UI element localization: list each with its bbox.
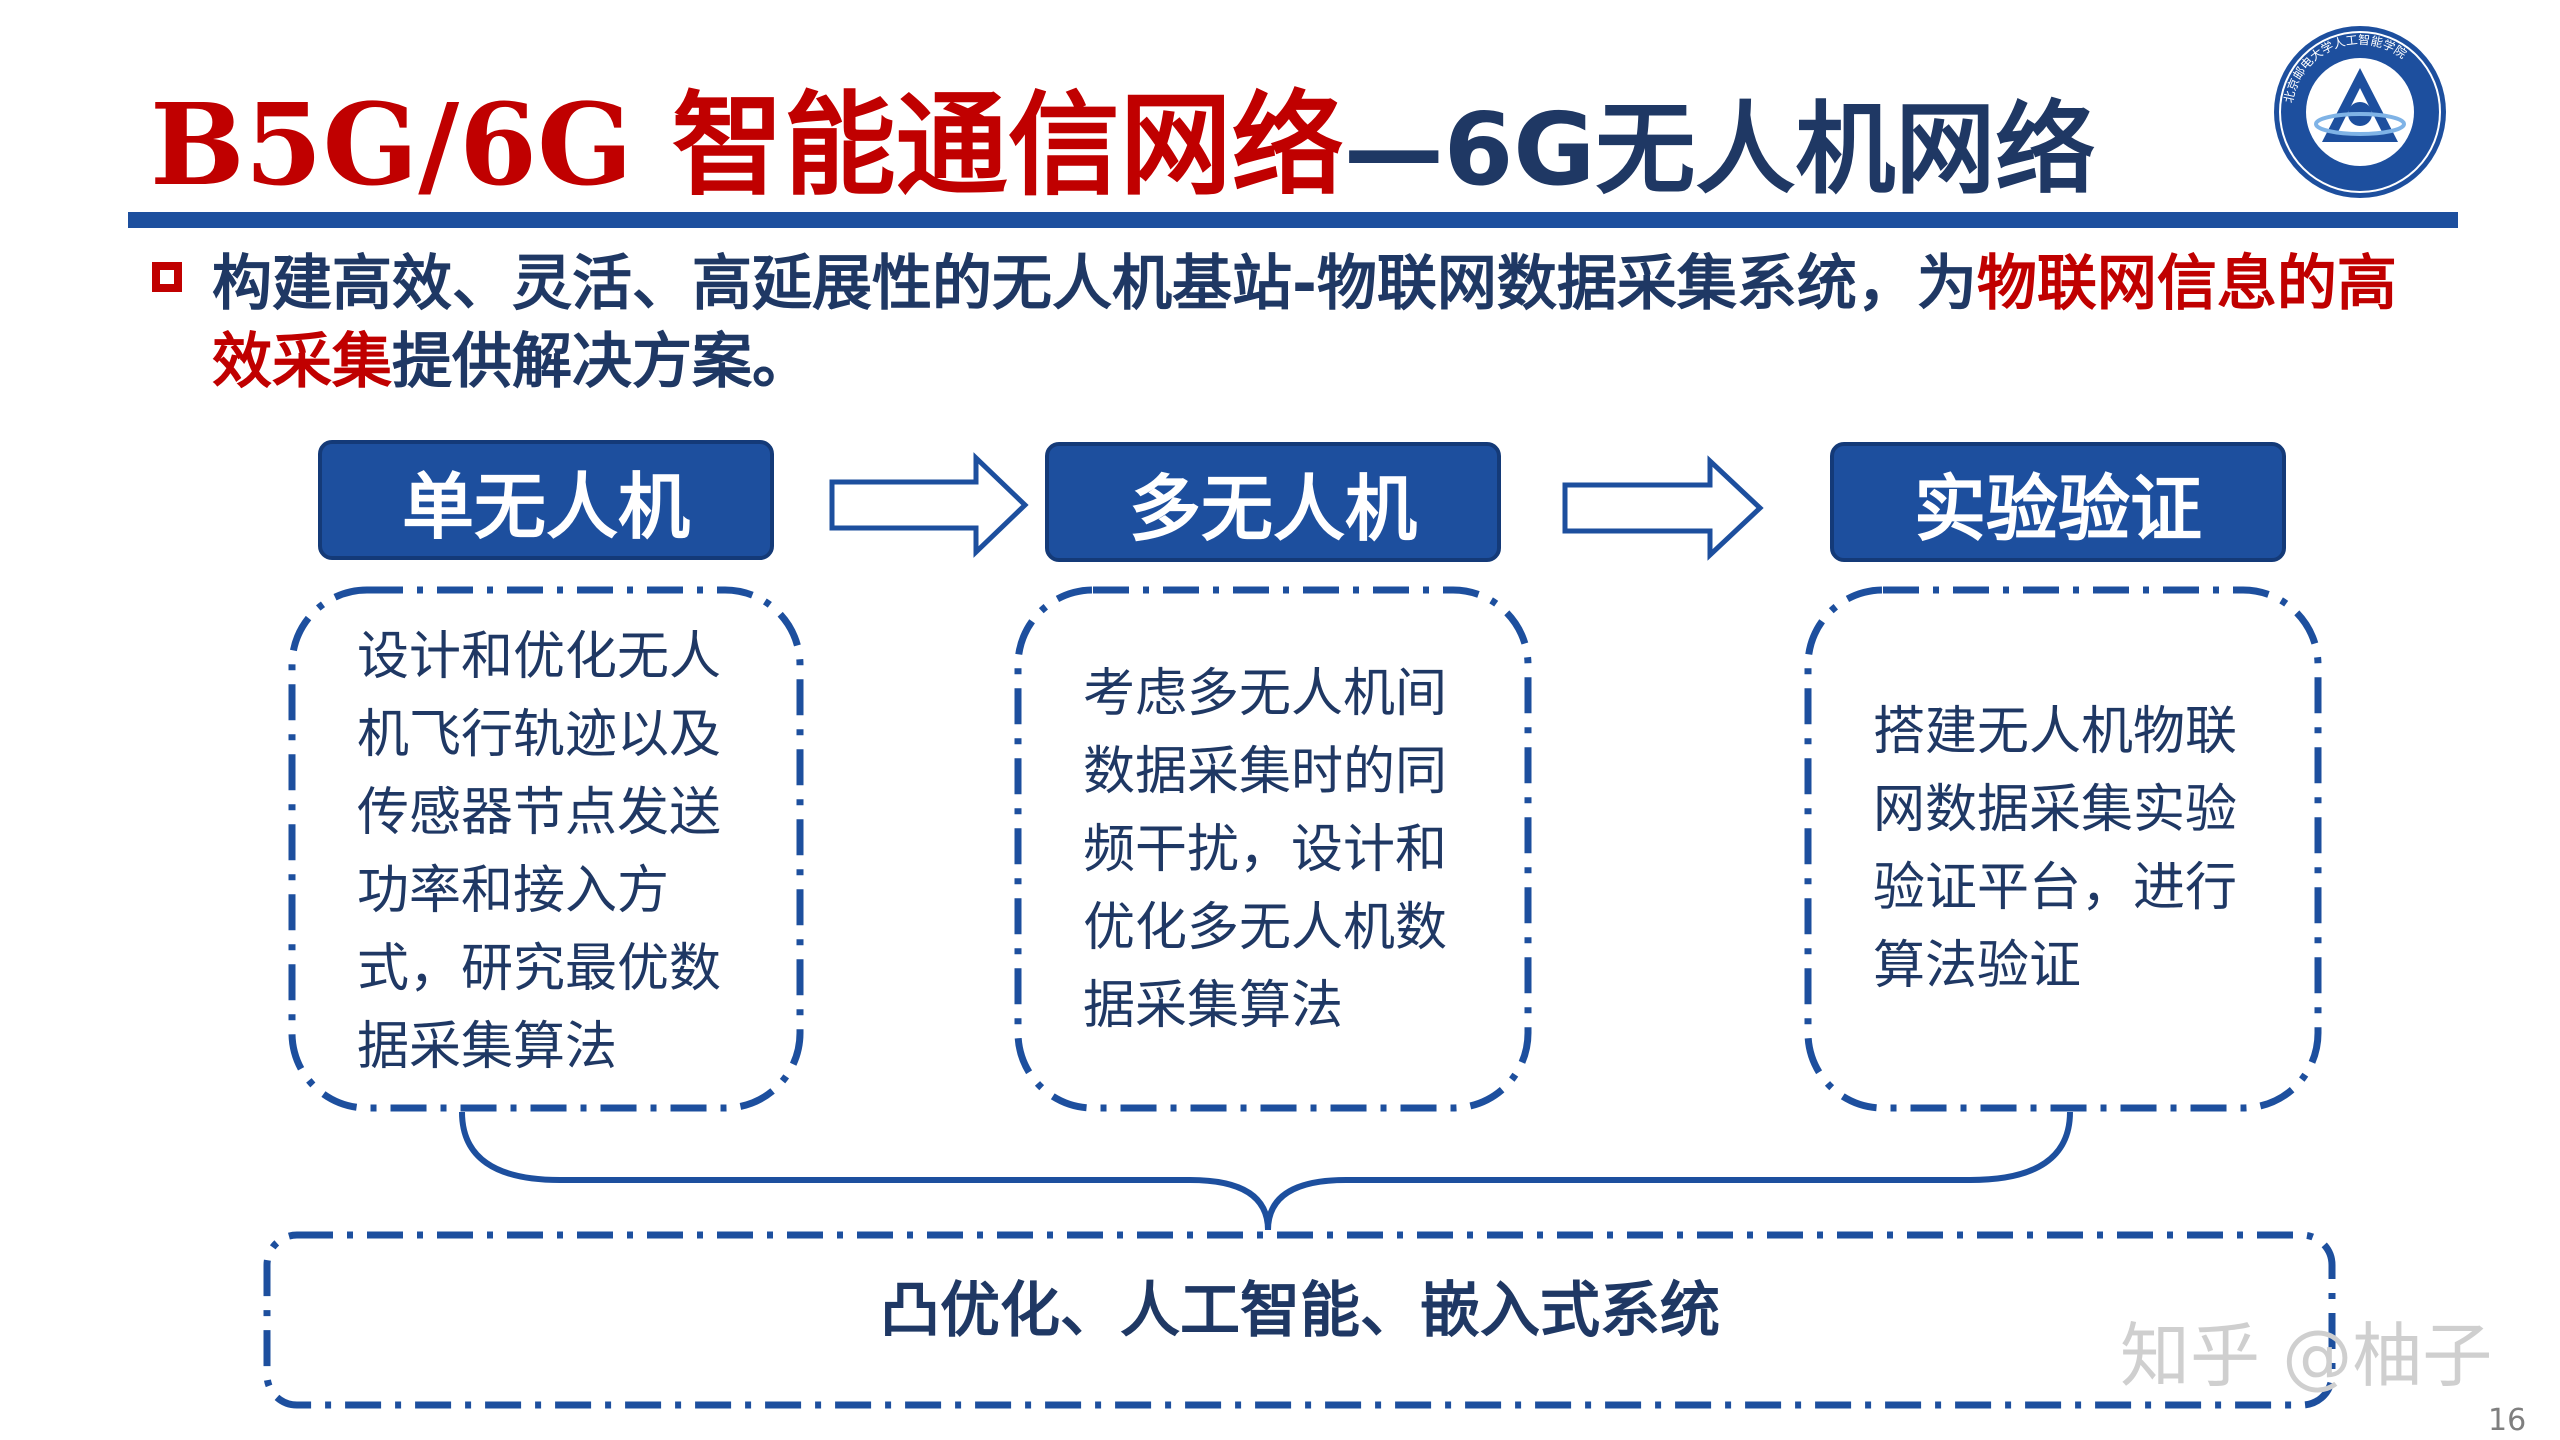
arrow-right-icon: [1562, 455, 1764, 561]
stage-single-uav-description: 设计和优化无人机飞行轨迹以及传感器节点发送功率和接入方式，研究最优数据采集算法: [357, 627, 722, 1077]
title-part-1: B5G/6G: [150, 80, 672, 211]
bullet-text-end: 提供解决方案。: [392, 327, 812, 397]
stage-experiment-description: 搭建无人机物联网数据采集实验验证平台，进行算法验证: [1873, 702, 2238, 996]
stage-experiment-verification: 实验验证: [1830, 442, 2286, 562]
bullet-text-start: 构建高效、灵活、高延展性的无人机基站-物联网数据采集系统，为: [212, 249, 1977, 319]
title-part-3: —6G无人机网络: [1343, 91, 2096, 208]
dashed-frame-single-uav: [288, 586, 804, 1112]
arrow-right-icon: [829, 452, 1029, 558]
bullet-square-icon: [152, 262, 182, 292]
stage-multi-uav-description: 考虑多无人机间数据采集时的同频干扰，设计和优化多无人机数据采集算法: [1083, 664, 1448, 1036]
stage-multi-uav: 多无人机: [1045, 442, 1501, 562]
bullet-text-highlight: 物联网信息的高效采集: [212, 249, 2397, 397]
brace-connector: [459, 1111, 2073, 1231]
summary-techniques: 凸优化、人工智能、嵌入式系统: [880, 1275, 1720, 1346]
page-title: B5G/6G 智能通信网络—6G无人机网络: [150, 55, 2095, 211]
dashed-frame-experiment: [1804, 586, 2322, 1112]
title-part-2: 智能通信网络: [671, 81, 1344, 211]
page-number: 16: [2488, 1403, 2527, 1438]
school-logo-icon: 北京邮电大学人工智能学院: [2274, 26, 2446, 198]
bullet-text: 构建高效、灵活、高延展性的无人机基站-物联网数据采集系统，为物联网信息的高效采集…: [212, 245, 2412, 401]
title-underline: [128, 212, 2458, 228]
dashed-frame-multi-uav: [1014, 586, 1532, 1112]
stage-single-uav: 单无人机: [318, 440, 774, 560]
dashed-frame-summary: [263, 1231, 2336, 1409]
watermark: 知乎 @柚子: [2120, 1315, 2493, 1397]
